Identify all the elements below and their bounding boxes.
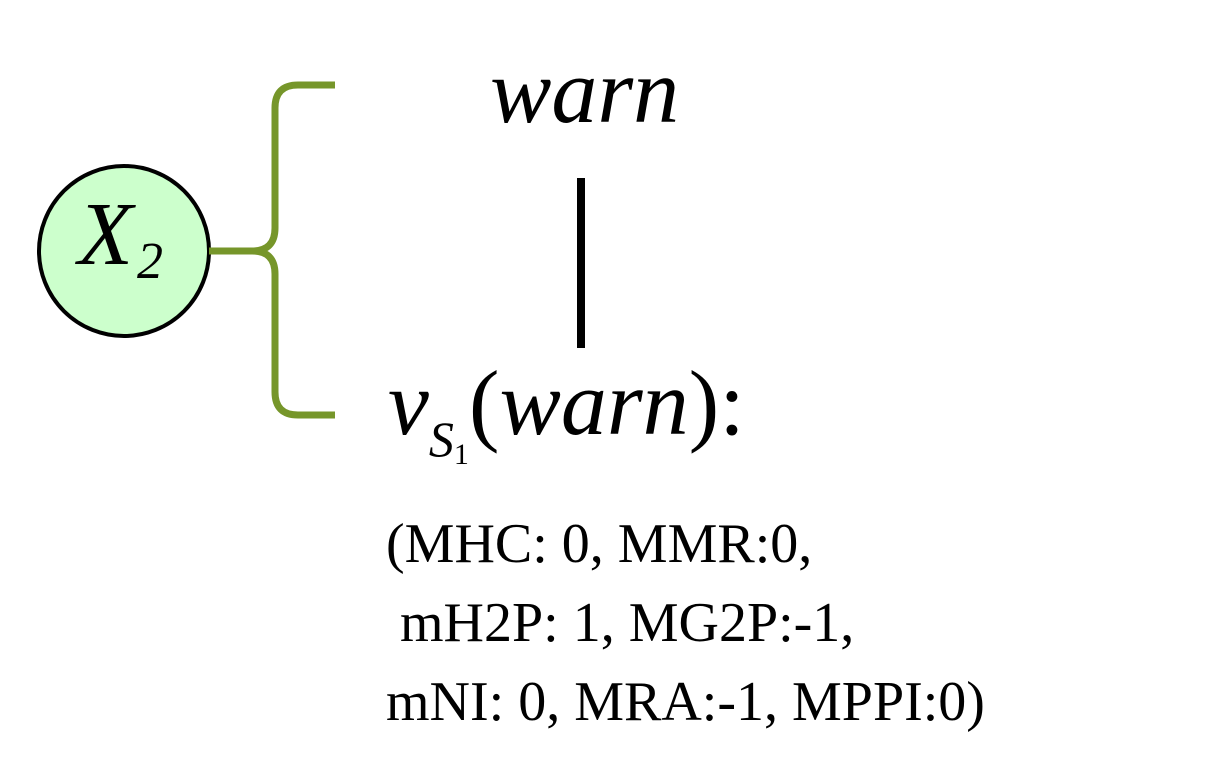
values-line: mNI: 0, MRA:-1, MPPI:0) [386,671,985,733]
values-list: (MHC: 0, MMR:0, mH2P: 1, MG2P:-1, mNI: 0,… [386,505,985,742]
value-subscript-index: 1 [453,438,469,471]
value-argument: warn [499,352,689,454]
top-word-warn: warn [490,40,680,142]
value-function: v [388,352,429,454]
node-label-x: X [78,185,133,284]
value-expression: vS1(warn): [388,357,745,470]
value-open-paren: ( [468,352,500,454]
node-x2-label: X2 [78,190,163,288]
node-label-subscript: 2 [136,233,163,290]
curly-brace [251,81,335,419]
values-line: (MHC: 0, MMR:0, [386,513,813,575]
value-close-paren: ): [688,352,745,454]
values-line: mH2P: 1, MG2P:-1, [386,592,855,654]
value-subscript: S [428,411,454,467]
